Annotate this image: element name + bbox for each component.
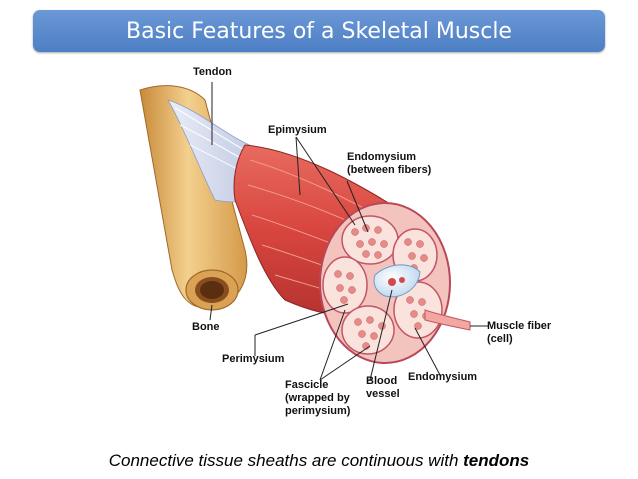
label-fascicle-line3: perimysium) (285, 405, 351, 417)
label-tendon: Tendon (193, 66, 232, 78)
label-fascicle: Fascicle (wrapped by perimysium) (285, 379, 350, 418)
muscle-fiber-dots (334, 224, 430, 350)
caption-emphasis: tendons (463, 451, 530, 470)
label-fascicle-line2: (wrapped by (285, 392, 350, 404)
label-endomysium-top: Endomysium (between fibers) (347, 151, 431, 177)
muscle-fiber-strand (424, 309, 471, 331)
label-bone: Bone (192, 321, 220, 333)
label-blood-vessel-line2: vessel (366, 388, 400, 400)
label-endomysium-top-line2: (between fibers) (347, 164, 432, 176)
label-perimysium: Perimysium (222, 353, 285, 365)
label-muscle-fiber: Muscle fiber (cell) (487, 320, 551, 346)
slide-title-text: Basic Features of a Skeletal Muscle (126, 18, 512, 44)
blood-vessel-shape (373, 264, 421, 298)
label-muscle-fiber-line2: (cell) (487, 333, 513, 345)
slide-title: Basic Features of a Skeletal Muscle (33, 10, 605, 52)
label-endomysium-top-line1: Endomysium (347, 151, 417, 163)
bone-shape (139, 85, 248, 311)
label-endomysium-bottom: Endomysium (408, 371, 478, 383)
label-blood-vessel-line1: Blood (366, 375, 398, 387)
fascicle-bottom-left (341, 305, 395, 355)
label-fascicle-line1: Fascicle (285, 379, 329, 391)
muscle-cross-section (319, 202, 471, 364)
slide-caption: Connective tissue sheaths are continuous… (0, 451, 638, 471)
caption-text: Connective tissue sheaths are continuous… (108, 451, 459, 470)
label-muscle-fiber-line1: Muscle fiber (487, 320, 552, 332)
label-epimysium: Epimysium (268, 124, 327, 136)
fascicle-left (322, 256, 368, 314)
fascicle-bottom-right (393, 281, 443, 339)
label-blood-vessel: Blood vessel (366, 375, 400, 401)
leader-lines (209, 82, 488, 381)
